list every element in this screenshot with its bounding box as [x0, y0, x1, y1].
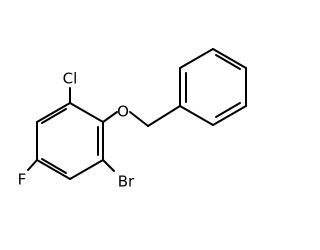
- bond-ring-b-2: [179, 48, 214, 69]
- bond-to-bromine: [102, 159, 115, 172]
- bond-ring-a-6: [36, 102, 71, 123]
- structure-canvas: Cl O F Br: [0, 0, 250, 250]
- chlorine-label: Cl: [63, 70, 78, 88]
- bromine-label: Br: [118, 173, 135, 191]
- bond-ring-b-inner-3: [215, 102, 241, 118]
- bond-ring-b-inner-2: [215, 54, 241, 70]
- bond-ring-b-5: [212, 105, 247, 126]
- fluorine-label: F: [18, 171, 27, 189]
- bond-ch2-phenyl: [147, 105, 181, 127]
- bond-to-oxygen: [102, 111, 118, 123]
- bond-ring-a-4: [36, 159, 71, 180]
- bond-ring-b-3: [212, 48, 247, 69]
- bond-oxygen-ch2: [129, 111, 149, 127]
- bond-ring-a-inner-2: [41, 158, 67, 174]
- diagram-background: [0, 0, 250, 250]
- bond-to-fluorine: [27, 159, 38, 171]
- molecule-diagram: Cl O F Br: [0, 0, 250, 250]
- bond-ring-a-3: [69, 159, 104, 180]
- bond-ring-a-inner-3: [41, 108, 67, 124]
- oxygen-label: O: [117, 103, 129, 121]
- bond-ring-b-6: [179, 105, 214, 126]
- bond-ring-a-1: [69, 102, 104, 123]
